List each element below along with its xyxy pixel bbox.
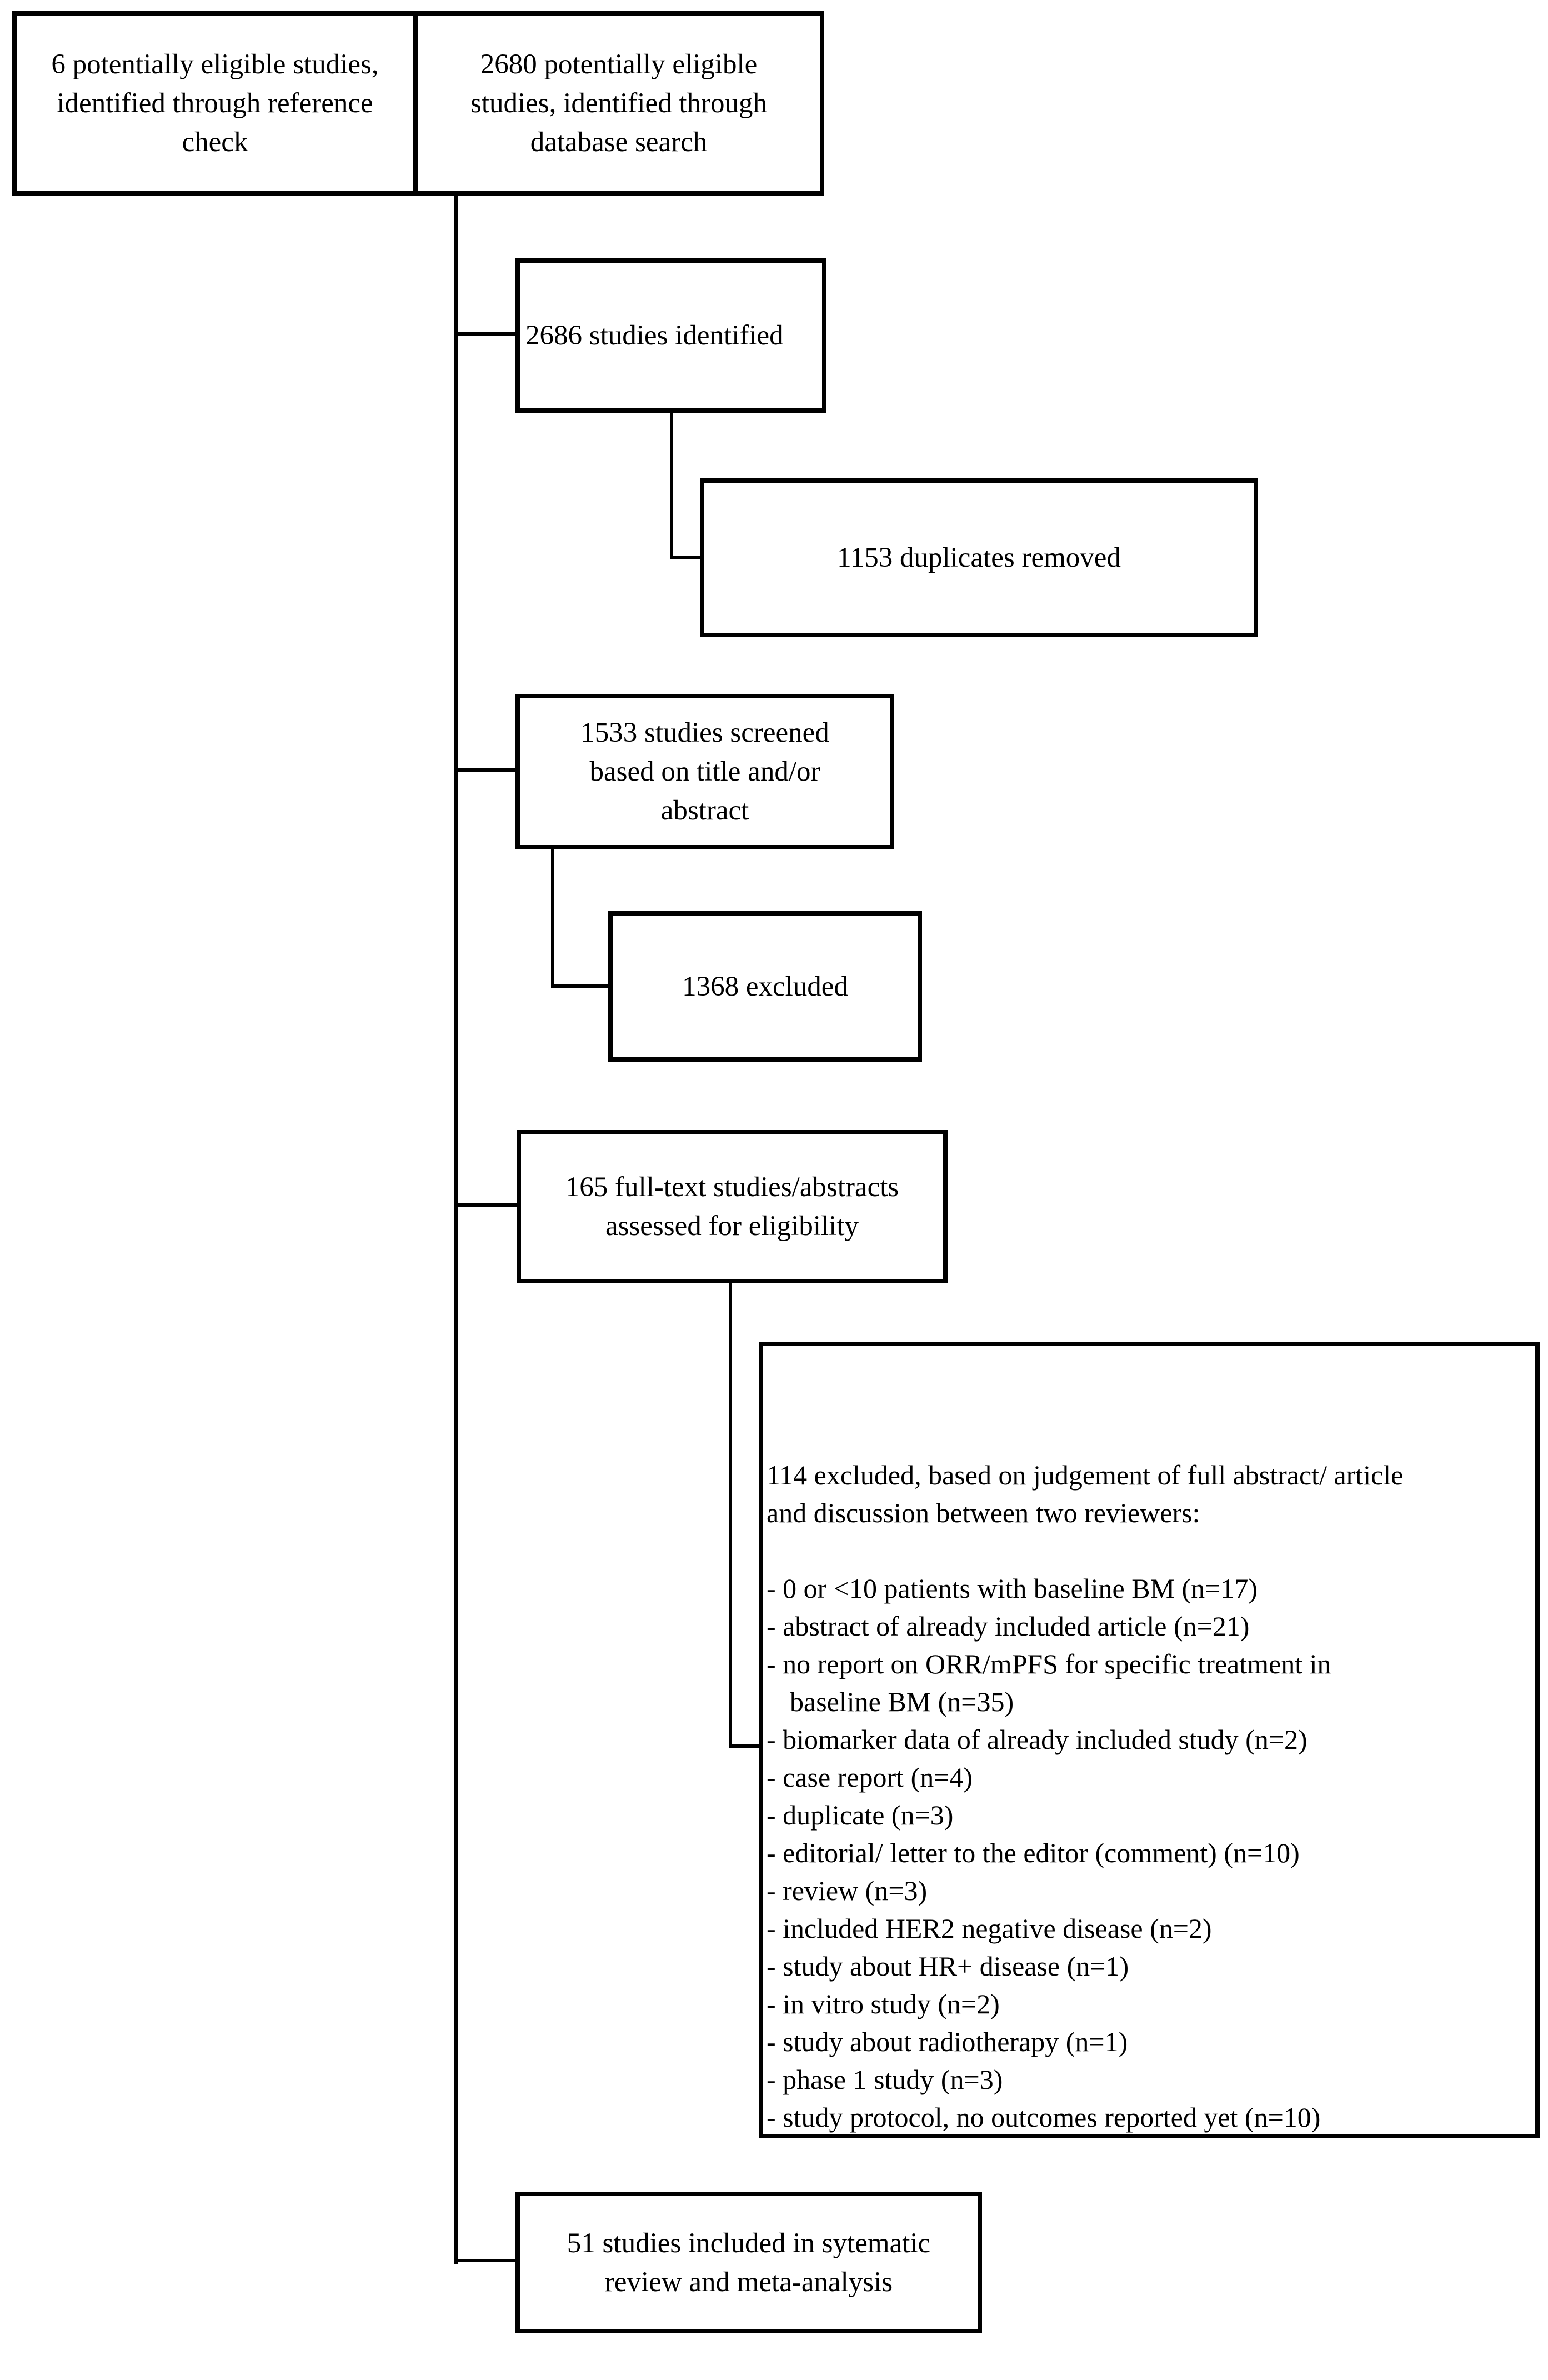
excluded-fulltext-intro: 114 excluded, based on judgement of full… [767, 1459, 1404, 1528]
node-excluded-screening: 1368 excluded [608, 911, 922, 1062]
node-studies-identified-label: 2686 studies identified [525, 320, 784, 351]
node-reference-check-label: 6 potentially eligible studies, identifi… [51, 49, 379, 158]
connector-excluded-screening-vertical [551, 849, 554, 988]
exclusion-reason-item: - case report (n=4) [767, 1762, 973, 1793]
exclusion-reason-item: - phase 1 study (n=3) [767, 2064, 1003, 2095]
exclusion-reason-item: - 0 or <10 patients with baseline BM (n=… [767, 1573, 1258, 1604]
exclusion-reason-item: - editorial/ letter to the editor (comme… [767, 1837, 1300, 1868]
node-fulltext-assessed-label: 165 full-text studies/abstracts assessed… [565, 1172, 899, 1242]
exclusion-reason-item: - study protocol, no outcomes reported y… [767, 2102, 1321, 2133]
exclusion-reason-item: - review (n=3) [767, 1875, 928, 1906]
connector-stub-fulltext-assessed [458, 1203, 517, 1207]
node-studies-screened: 1533 studies screened based on title and… [515, 694, 894, 849]
connector-excluded-screening-horizontal [551, 984, 608, 988]
node-included-label: 51 studies included in sytematic review … [567, 2227, 931, 2298]
connector-stub-studies-screened [458, 768, 515, 772]
connector-stub-included [458, 2259, 515, 2262]
node-included: 51 studies included in sytematic review … [515, 2192, 982, 2333]
node-duplicates-removed: 1153 duplicates removed [700, 478, 1258, 637]
exclusion-reason-item: - study about radiotherapy (n=1) [767, 2026, 1128, 2057]
node-studies-screened-label: 1533 studies screened based on title and… [580, 717, 829, 826]
exclusion-reason-item: - biomarker data of already included stu… [767, 1724, 1307, 1755]
node-duplicates-removed-label: 1153 duplicates removed [837, 542, 1121, 573]
exclusion-reason-item: - abstract of already included article (… [767, 1611, 1250, 1642]
connector-duplicates-vertical [670, 413, 673, 559]
exclusion-reason-item: - in vitro study (n=2) [767, 1988, 1000, 2019]
connector-excluded-fulltext-horizontal [729, 1744, 759, 1748]
connector-main-trunk [454, 196, 458, 2264]
connector-duplicates-horizontal [670, 556, 700, 559]
exclusion-reason-item: - included HER2 negative disease (n=2) [767, 1913, 1212, 1944]
node-database-search-label: 2680 potentially eligible studies, ident… [470, 49, 767, 158]
exclusion-reason-item: - duplicate (n=3) [767, 1799, 954, 1831]
node-excluded-fulltext: 114 excluded, based on judgement of full… [759, 1342, 1540, 2138]
node-excluded-screening-label: 1368 excluded [682, 971, 848, 1002]
exclusion-reason-item: - no report on ORR/mPFS for specific tre… [767, 1648, 1331, 1717]
node-database-search: 2680 potentially eligible studies, ident… [413, 11, 824, 196]
connector-stub-studies-identified [458, 332, 515, 336]
node-studies-identified: 2686 studies identified [515, 258, 826, 413]
node-reference-check: 6 potentially eligible studies, identifi… [12, 11, 418, 196]
connector-excluded-fulltext-vertical [729, 1283, 732, 1748]
excluded-fulltext-reason-list: - 0 or <10 patients with baseline BM (n=… [767, 1569, 1531, 2136]
exclusion-reason-item: - study about HR+ disease (n=1) [767, 1951, 1129, 1982]
node-fulltext-assessed: 165 full-text studies/abstracts assessed… [517, 1130, 948, 1283]
